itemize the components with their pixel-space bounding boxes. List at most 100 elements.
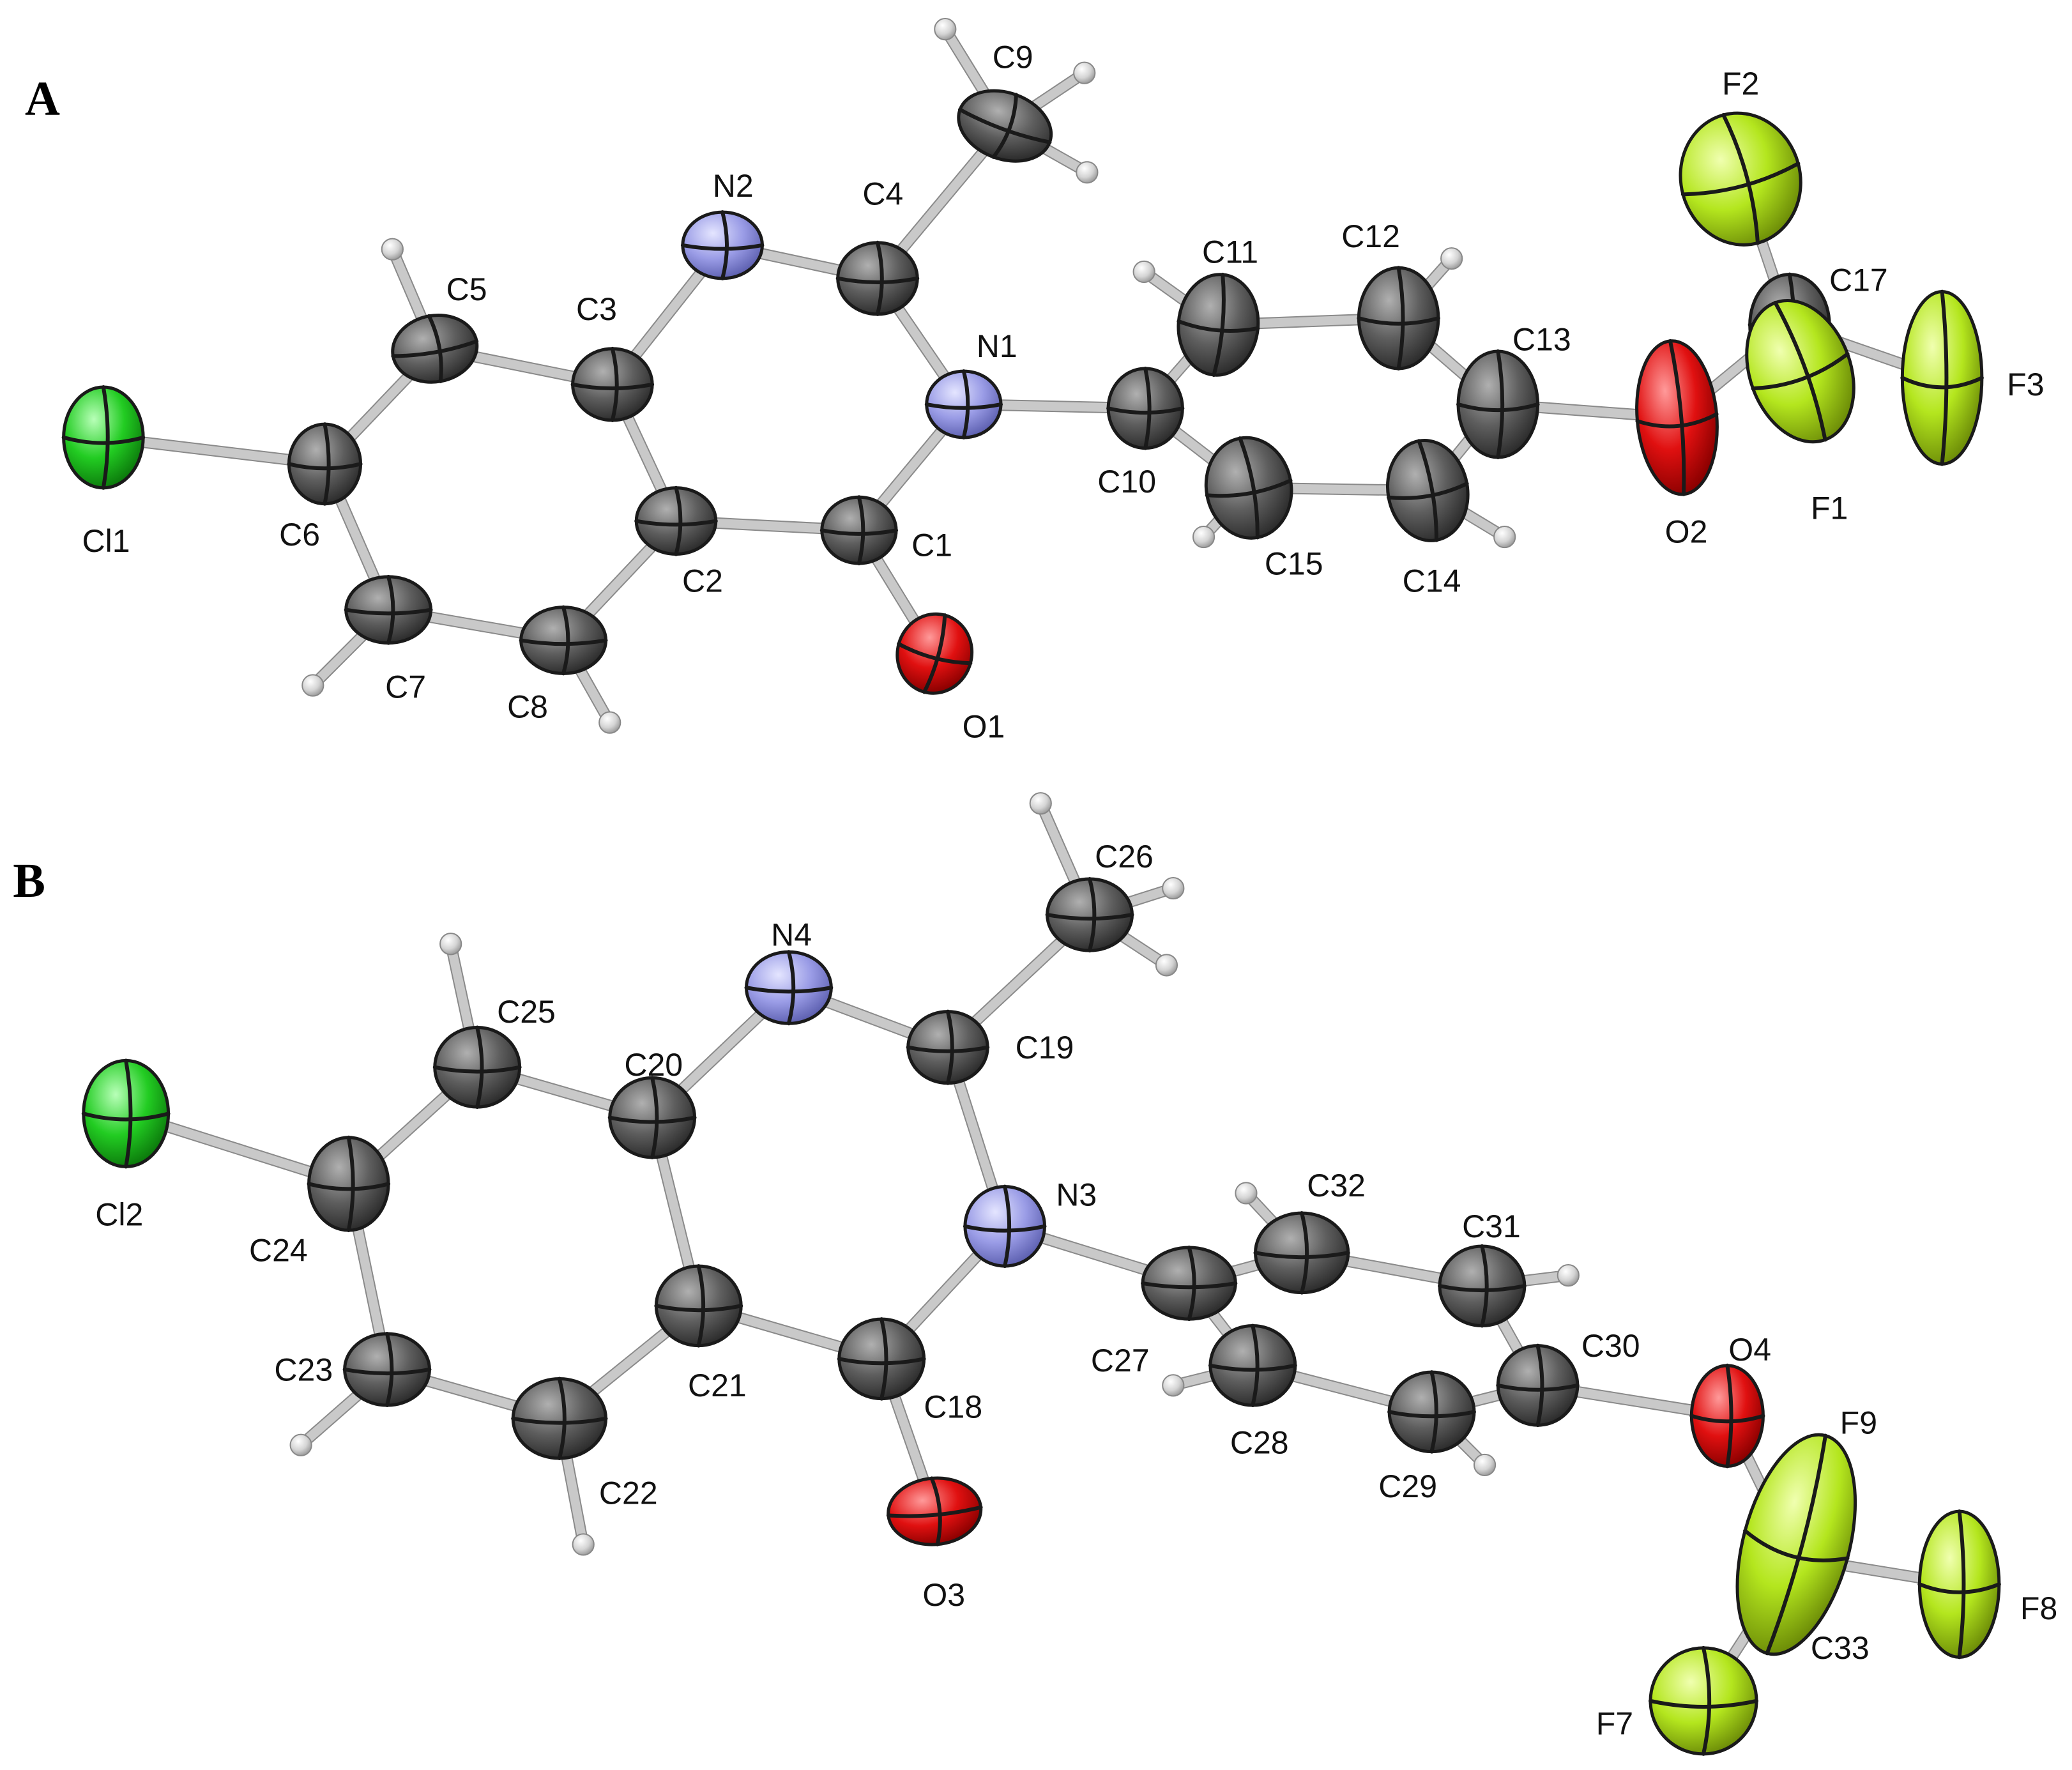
atom-cl2	[81, 1058, 171, 1169]
label-c7: C7	[385, 669, 426, 705]
hydrogen-h14	[1493, 525, 1516, 549]
atom-c22	[511, 1377, 608, 1461]
label-c15: C15	[1265, 545, 1323, 581]
label-f2: F2	[1722, 66, 1759, 102]
label-c18: C18	[924, 1389, 982, 1424]
atom-c7	[344, 574, 433, 645]
atom-c30	[1496, 1343, 1580, 1428]
atom-c31	[1437, 1244, 1527, 1328]
label-c31: C31	[1462, 1209, 1521, 1244]
label-c6: C6	[279, 517, 320, 553]
label-n2: N2	[713, 168, 754, 204]
label-c20: C20	[624, 1047, 683, 1083]
label-c29: C29	[1378, 1469, 1437, 1504]
label-f1: F1	[1811, 490, 1848, 526]
label-f3: F3	[2007, 367, 2044, 402]
atom-o4	[1689, 1363, 1765, 1469]
atom-c10	[1106, 366, 1185, 450]
hydrogen-h32	[1235, 1182, 1258, 1205]
label-c2: C2	[682, 563, 723, 599]
atom-n4	[744, 950, 834, 1026]
label-c32: C32	[1307, 1168, 1366, 1203]
label-c5: C5	[446, 271, 487, 307]
hydrogen-h28	[1162, 1374, 1185, 1397]
hydrogen-h8	[598, 711, 621, 734]
label-c27: C27	[1091, 1343, 1150, 1378]
label-c8: C8	[507, 689, 548, 725]
label-o1: O1	[963, 709, 1005, 745]
hydrogen-h5	[381, 238, 404, 261]
label-c11: C11	[1202, 234, 1258, 270]
atom-c32	[1253, 1211, 1350, 1295]
atom-f3	[1900, 289, 1984, 466]
label-c12: C12	[1341, 218, 1400, 254]
atom-c23	[342, 1331, 432, 1408]
label-c3: C3	[576, 291, 617, 327]
atom-f2	[1679, 111, 1802, 247]
atom-c9	[957, 89, 1053, 163]
label-o4: O4	[1728, 1332, 1771, 1368]
label-n4: N4	[771, 917, 812, 953]
atom-f8	[1917, 1509, 2001, 1659]
label-c14: C14	[1403, 563, 1461, 599]
panel-label-a: A	[25, 72, 60, 125]
atoms-layer	[61, 18, 2001, 1756]
label-c1: C1	[911, 527, 952, 563]
label-c25: C25	[497, 994, 556, 1030]
label-c21: C21	[688, 1368, 747, 1403]
label-f7: F7	[1596, 1705, 1633, 1741]
atom-cl1	[61, 385, 146, 490]
atom-c5	[391, 313, 479, 384]
hydrogen-h26c	[1155, 954, 1178, 977]
hydrogen-h11	[1132, 260, 1155, 284]
atom-c11	[1177, 272, 1260, 378]
hydrogen-h26b	[1162, 876, 1185, 900]
label-c17: C17	[1829, 262, 1888, 298]
atom-c8	[519, 605, 608, 676]
atom-c28	[1208, 1324, 1297, 1408]
hydrogen-h25	[439, 933, 462, 956]
label-c33: C33	[1811, 1630, 1870, 1666]
label-c4: C4	[862, 176, 903, 211]
hydrogen-h9b	[1073, 61, 1096, 84]
hydrogen-h9c	[1076, 161, 1099, 184]
label-o2: O2	[1665, 514, 1708, 550]
label-c28: C28	[1230, 1424, 1289, 1460]
atom-o3	[886, 1476, 983, 1546]
atom-n3	[963, 1184, 1047, 1269]
atom-c19	[906, 1009, 990, 1085]
panel-label-b: B	[13, 854, 45, 908]
label-c26: C26	[1095, 839, 1154, 874]
label-c19: C19	[1016, 1030, 1074, 1065]
atom-c21	[654, 1264, 743, 1348]
atom-c3	[570, 346, 655, 422]
hydrogen-h15	[1192, 525, 1215, 549]
hydrogen-h22	[572, 1533, 595, 1556]
label-c22: C22	[599, 1475, 658, 1511]
label-cl2: Cl2	[95, 1197, 143, 1233]
label-c23: C23	[274, 1352, 333, 1387]
hydrogen-h23	[289, 1433, 312, 1456]
label-f8: F8	[2020, 1591, 2057, 1626]
atom-c6	[287, 422, 363, 506]
atom-c1	[819, 495, 899, 566]
hydrogen-h12	[1440, 247, 1463, 270]
label-o3: O3	[922, 1577, 965, 1613]
hydrogen-h7	[301, 674, 324, 697]
atom-f7	[1648, 1645, 1759, 1756]
atom-c26	[1045, 877, 1134, 953]
label-f9: F9	[1840, 1405, 1877, 1440]
atom-n2	[680, 210, 765, 280]
hydrogen-h29	[1473, 1453, 1497, 1477]
atom-f1	[1745, 299, 1855, 444]
atom-n1	[924, 369, 1003, 439]
label-n1: N1	[977, 328, 1017, 364]
atom-c15	[1204, 436, 1293, 540]
bonds-layer	[97, 23, 1965, 1707]
hydrogen-h26a	[1029, 792, 1052, 815]
label-c13: C13	[1512, 322, 1571, 358]
atom-c13	[1456, 349, 1540, 460]
atom-c2	[634, 485, 718, 556]
hydrogen-h31	[1557, 1264, 1580, 1287]
